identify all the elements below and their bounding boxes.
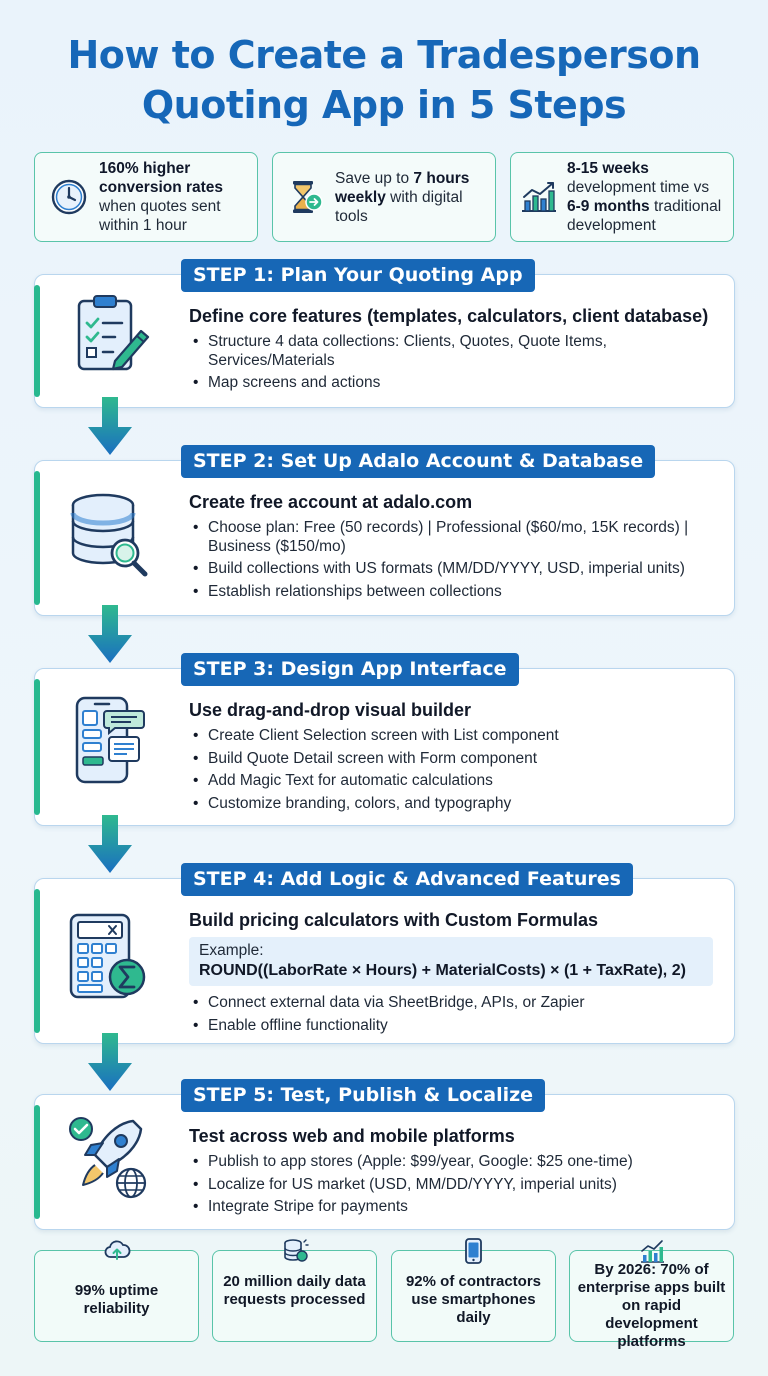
- list-item: Integrate Stripe for payments: [189, 1198, 718, 1217]
- stat-requests-text: 20 million daily data requests processed: [223, 1273, 366, 1308]
- stat-conversion-detail: when quotes sent within 1 hour: [99, 198, 221, 234]
- list-item: Enable offline functionality: [189, 1017, 718, 1036]
- stat-enterprise-text: By 2026: 70% of enterprise apps built on…: [577, 1261, 726, 1350]
- step-3-label: STEP 3: Design App Interface: [181, 653, 519, 686]
- step-2-heading: Create free account at adalo.com: [189, 492, 473, 512]
- database-search-icon: [70, 493, 148, 577]
- step-1-body: Define core features (templates, calcula…: [189, 305, 718, 397]
- list-item: Map screens and actions: [189, 374, 718, 393]
- smartphone-icon: [464, 1238, 482, 1264]
- list-item: Localize for US market (USD, MM/DD/YYYY,…: [189, 1176, 718, 1195]
- database-icon: [283, 1239, 309, 1262]
- step-1-label: STEP 1: Plan Your Quoting App: [181, 259, 535, 292]
- stat-card-enterprise: By 2026: 70% of enterprise apps built on…: [569, 1240, 734, 1350]
- stat-smartphones-text: 92% of contractors use smartphones daily: [405, 1273, 542, 1326]
- list-item: Establish relationships between collecti…: [189, 583, 718, 602]
- hourglass-icon: [293, 181, 323, 213]
- step-1-bullets: Structure 4 data collections: Clients, Q…: [189, 333, 718, 393]
- step-5-card: STEP 5: Test, Publish & Localize Test ac…: [33, 1079, 735, 1230]
- example-formula: ROUND((LaborRate × Hours) + MaterialCost…: [199, 962, 686, 979]
- growth-chart-icon: [640, 1240, 664, 1263]
- stat-dev-bold2: 6-9 months: [567, 198, 650, 215]
- stat-card-conversion: 160% higher conversion rates when quotes…: [34, 152, 258, 242]
- stat-dev-mid: development time vs: [567, 179, 710, 196]
- stat-time-bold: 7 hours weekly: [335, 169, 470, 206]
- step-2-bullets: Choose plan: Free (50 records) | Profess…: [189, 519, 718, 601]
- list-item: Customize branding, colors, and typograp…: [189, 795, 718, 814]
- title-line-2: Quoting App in 5 Steps: [141, 83, 627, 127]
- stat-card-dev-time: 8-15 weeks development time vs 6-9 month…: [510, 152, 734, 242]
- step-3-heading: Use drag-and-drop visual builder: [189, 700, 472, 720]
- rocket-globe-icon: [69, 1117, 147, 1199]
- step-1-heading: Define core features (templates, calcula…: [189, 306, 709, 326]
- step-4-label: STEP 4: Add Logic & Advanced Features: [181, 863, 633, 896]
- step-3-bullets: Create Client Selection screen with List…: [189, 727, 718, 813]
- step-5-bullets: Publish to app stores (Apple: $99/year, …: [189, 1153, 718, 1217]
- stat-uptime-text: 99% uptime reliability: [74, 1282, 159, 1317]
- list-item: Connect external data via SheetBridge, A…: [189, 994, 718, 1013]
- calculator-sigma-icon: [69, 913, 146, 999]
- stat-dev-text: 8-15 weeks development time vs 6-9 month…: [567, 159, 733, 235]
- step-4-bullets: Connect external data via SheetBridge, A…: [189, 994, 718, 1035]
- cloud-upload-icon: [104, 1240, 130, 1260]
- arrow-down-icon: [88, 815, 132, 873]
- step-5-body: Test across web and mobile platforms Pub…: [189, 1125, 718, 1221]
- step-2-body: Create free account at adalo.com Choose …: [189, 491, 718, 605]
- bar-chart-icon: [522, 182, 556, 212]
- step-2-label: STEP 2: Set Up Adalo Account & Database: [181, 445, 656, 478]
- list-item: Build collections with US formats (MM/DD…: [189, 560, 718, 579]
- step-1-card: STEP 1: Plan Your Quoting App Define cor…: [33, 259, 735, 408]
- list-item: Create Client Selection screen with List…: [189, 727, 718, 746]
- step-4-card: STEP 4: Add Logic & Advanced Features Bu…: [33, 863, 735, 1044]
- clock-icon: [51, 179, 87, 215]
- stat-conversion-bold: 160% higher conversion rates: [99, 160, 224, 196]
- step-4-heading: Build pricing calculators with Custom Fo…: [189, 910, 599, 930]
- step-4-body: Build pricing calculators with Custom Fo…: [189, 909, 718, 1039]
- list-item: Choose plan: Free (50 records) | Profess…: [189, 519, 718, 556]
- stat-time-pre: Save up to: [335, 169, 410, 187]
- list-item: Build Quote Detail screen with Form comp…: [189, 750, 718, 769]
- page-title: How to Create a Tradesperson Quoting App…: [0, 30, 768, 130]
- stat-time-text: Save up to 7 hours weekly with digital t…: [335, 169, 495, 226]
- stat-time-post: with digital tools: [335, 188, 463, 225]
- arrow-down-icon: [88, 605, 132, 663]
- stat-card-time-saved: Save up to 7 hours weekly with digital t…: [272, 152, 496, 242]
- stat-dev-bold1: 8-15 weeks: [567, 160, 649, 177]
- phone-interface-icon: [75, 696, 145, 784]
- step-3-card: STEP 3: Design App Interface Use drag-an…: [33, 653, 735, 826]
- step-5-label: STEP 5: Test, Publish & Localize: [181, 1079, 546, 1112]
- step-5-heading: Test across web and mobile platforms: [189, 1126, 515, 1146]
- stat-card-smartphones: 92% of contractors use smartphones daily: [391, 1238, 556, 1342]
- list-item: Publish to app stores (Apple: $99/year, …: [189, 1153, 718, 1172]
- step-3-body: Use drag-and-drop visual builder Create …: [189, 699, 718, 817]
- stat-conversion-text: 160% higher conversion rates when quotes…: [99, 159, 257, 235]
- stat-card-uptime: 99% uptime reliability: [34, 1240, 199, 1342]
- arrow-down-icon: [88, 397, 132, 455]
- stat-card-requests: 20 million daily data requests processed: [212, 1239, 377, 1342]
- step-2-card: STEP 2: Set Up Adalo Account & Database …: [33, 445, 735, 616]
- title-line-1: How to Create a Tradesperson: [67, 33, 701, 77]
- list-item: Structure 4 data collections: Clients, Q…: [189, 333, 718, 370]
- clipboard-checklist-icon: [77, 295, 150, 371]
- formula-example-box: Example: ROUND((LaborRate × Hours) + Mat…: [189, 937, 713, 986]
- arrow-down-icon: [88, 1033, 132, 1091]
- stat-dev-post: traditional development: [567, 198, 722, 234]
- example-label: Example:: [199, 942, 264, 959]
- list-item: Add Magic Text for automatic calculation…: [189, 772, 718, 791]
